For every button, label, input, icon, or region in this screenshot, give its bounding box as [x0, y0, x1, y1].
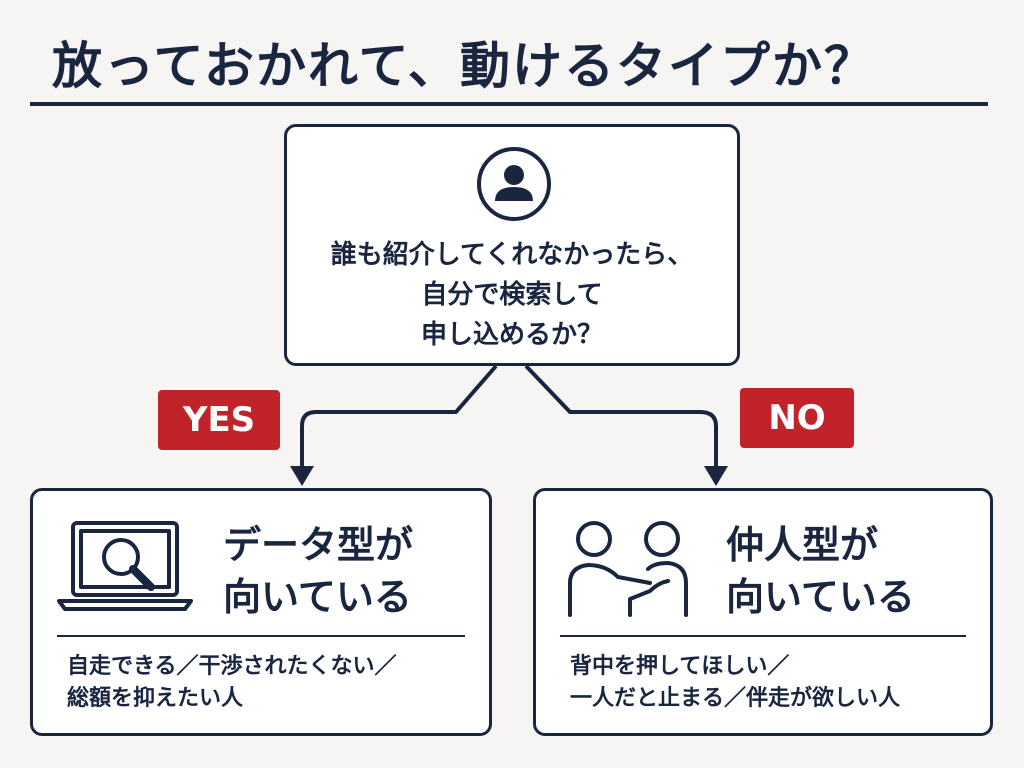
question-line-2: 自分で検索して: [421, 280, 603, 310]
result-description-data-type: 自走できる／干渉されたくない／ 総額を抑えたい人: [67, 651, 397, 715]
result-title-line-2: 向いている: [223, 575, 412, 619]
question-line-3: 申し込めるか？: [420, 320, 603, 350]
no-arrowhead: [704, 466, 728, 486]
result-description-matchmaker-type: 背中を押してほしい／ 一人だと止まる／伴走が欲しい人: [570, 651, 900, 715]
result-desc-line-1: 背中を押してほしい／: [570, 654, 790, 679]
no-badge: NO: [740, 388, 854, 448]
result-desc-line-1: 自走できる／干渉されたくない／: [67, 654, 397, 679]
title-divider: [30, 102, 988, 106]
result-title-line-1: データ型が: [223, 523, 414, 567]
result-title-line-2: 向いている: [726, 575, 915, 619]
result-desc-line-2: 一人だと止まる／伴走が欲しい人: [570, 686, 901, 711]
two-people-support-icon: [568, 521, 688, 617]
no-connector-line: [524, 364, 718, 468]
page-title: 放っておかれて、動けるタイプか？: [52, 37, 876, 95]
result-box-matchmaker-type: 仲人型が 向いている 背中を押してほしい／ 一人だと止まる／伴走が欲しい人: [533, 488, 993, 736]
result-title-data-type: データ型が 向いている: [223, 519, 413, 623]
question-box: 誰も紹介してくれなかったら、 自分で検索して 申し込めるか？: [284, 124, 740, 366]
result-divider: [57, 635, 465, 637]
yes-badge: YES: [158, 390, 280, 450]
question-text: 誰も紹介してくれなかったら、 自分で検索して 申し込めるか？: [287, 235, 737, 355]
result-desc-line-2: 総額を抑えたい人: [67, 686, 244, 711]
laptop-search-icon: [57, 521, 193, 611]
result-title-line-1: 仲人型が: [726, 523, 879, 567]
person-icon: [477, 147, 551, 221]
yes-arrowhead: [290, 466, 314, 486]
result-title-matchmaker-type: 仲人型が 向いている: [726, 519, 915, 623]
result-divider: [560, 635, 966, 637]
result-box-data-type: データ型が 向いている 自走できる／干渉されたくない／ 総額を抑えたい人: [30, 488, 492, 736]
yes-connector-line: [300, 364, 498, 468]
question-line-1: 誰も紹介してくれなかったら、: [330, 240, 694, 270]
